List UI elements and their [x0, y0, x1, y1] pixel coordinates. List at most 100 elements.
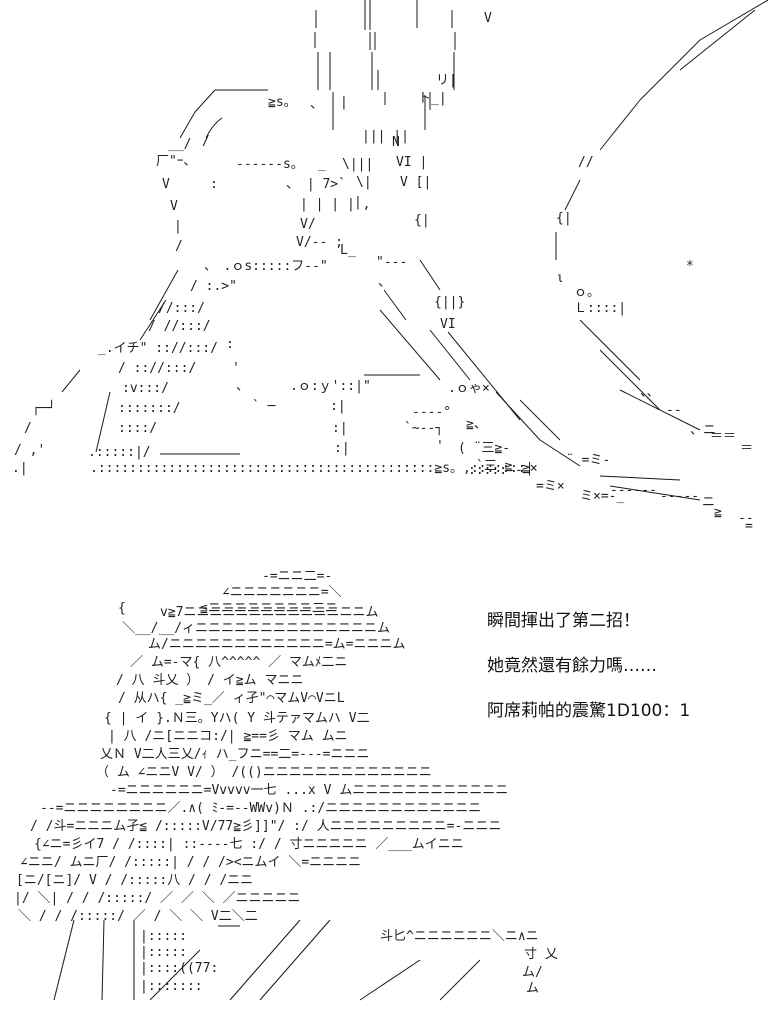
svg-text:V/-- ;: V/-- ;	[296, 235, 343, 250]
svg-text:、: 、	[378, 275, 391, 290]
svg-text:/ :://:::/: / :://:::/	[118, 361, 196, 376]
svg-text:リ|: リ|	[436, 73, 457, 88]
svg-text:/: /	[175, 239, 183, 254]
svg-text:寸 乂: 寸 乂	[524, 947, 558, 962]
svg-text:__/: __/	[168, 137, 191, 152]
sleeve: 、 .ｏs:::::フ-‐" / :.>" //:::/ / //:::/ _.…	[12, 259, 533, 476]
ascii-art-sword-slash: V リ| ト_| | ≧s。 、 __/ / 厂"ｰ、 ------s。 _ \…	[12, 0, 768, 534]
caption-block: 瞬間揮出了第二招！ 她竟然還有餘力嗎…… 阿席莉帕的震驚1D100：1	[487, 608, 757, 743]
svg-text://:::/: //:::/	[158, 301, 205, 316]
svg-text:/ :.>": / :.>"	[190, 279, 237, 294]
svg-text:ム/: ム/	[522, 965, 543, 980]
svg-text:＝＝: ＝＝	[710, 429, 736, 444]
svg-text:_: _	[318, 157, 326, 172]
svg-text:乂Ｎ V二人三乂/ｨ ハ_フニ==二=---=ニニニ: 乂Ｎ V二人三乂/ｨ ハ_フニ==二=---=ニニニ	[100, 747, 369, 762]
svg-text:.ｏゃ: .ｏゃ	[448, 381, 482, 396]
svg-text:|: |	[174, 219, 182, 234]
svg-text:¨ =ミ‐: ¨ =ミ‐	[566, 453, 610, 468]
svg-text:ニ: ニ	[702, 495, 715, 510]
svg-text::|: :|	[332, 421, 348, 436]
svg-text:Ｌ::::|: Ｌ::::|	[574, 301, 626, 316]
svg-text:∠ニニニニニニニ=＼: ∠ニニニニニニニ=＼	[222, 585, 342, 600]
svg-text:----°: ----°	[412, 405, 451, 420]
svg-text:_.イチ" :://:::/: _.イチ" :://:::/	[98, 341, 218, 356]
svg-text:------s。: ------s。	[236, 157, 304, 172]
svg-text:V: V	[162, 177, 170, 192]
svg-text:N: N	[392, 135, 400, 150]
svg-text:斗匕^ニニニニニニ＼ニ∧ニ: 斗匕^ニニニニニニ＼ニ∧ニ	[380, 929, 539, 944]
svg-text:|::::((77:: |::::((77:	[140, 961, 218, 976]
svg-text:`三 ≧: `三 ≧	[476, 459, 513, 474]
svg-text:ι: ι	[556, 271, 564, 286]
svg-text:、 | 7>`: 、 | 7>`	[286, 177, 346, 192]
svg-text:=ミ×: =ミ×	[536, 479, 565, 494]
svg-text:.ｏ:ｙ'::|": .ｏ:ｙ'::|"	[290, 379, 371, 394]
svg-text:`~--┐: `~--┐	[404, 421, 443, 436]
svg-text:[ニ/[ニ]/ V / /:::::八 / / /ニニ: [ニ/[ニ]/ V / /:::::八 / / /ニニ	[16, 873, 253, 888]
svg-text:＼__/__/ィニニニニニニニニニニニニニニム: ＼__/__/ィニニニニニニニニニニニニニニム	[122, 621, 390, 636]
svg-text://: //	[578, 155, 594, 170]
svg-text::|: :|	[330, 399, 346, 414]
svg-text:/ 从ハ{ _≧ミ_／ ィ孑"⌒マムV⌒VニL: / 从ハ{ _≧ミ_／ ィ孑"⌒マムV⌒VニL	[118, 691, 345, 706]
svg-text:≧s。: ≧s。	[268, 95, 297, 110]
svg-text:{ | イ }.Ｎ三。Yハ( Y 斗テァマムハ V二: { | イ }.Ｎ三。Yハ( Y 斗テァマムハ V二	[104, 711, 370, 726]
svg-text::|: :|	[334, 441, 350, 456]
svg-text:≦ニニニニニニニニ二ニ: ≦ニニニニニニニニ二ニ	[200, 601, 338, 616]
svg-text:\|||: \|||	[342, 157, 373, 172]
svg-text:': '	[436, 439, 444, 454]
svg-text::::::‐‐: :::::‐‐	[468, 463, 523, 478]
svg-text:{∠ニ=彡イ7 / /::::| ::---‐七 :/ /: {∠ニ=彡イ7 / /::::| ::---‐七 :/ / 寸ニニニニニ ／__…	[34, 837, 464, 852]
svg-text:*: *	[686, 259, 694, 274]
ascii-art-character-closeup: ‐=ニニ二=‐ ∠ニニニニニニニ=＼ ≦ニニニニニニニニ二ニ { v≧7ニニニニ…	[0, 560, 768, 1010]
svg-text:|: |	[340, 95, 348, 110]
svg-text:=: =	[745, 519, 753, 534]
svg-text:( ¨三≧-: ( ¨三≧-	[458, 441, 510, 456]
svg-text:V/: V/	[300, 217, 316, 232]
svg-text:V: V	[170, 199, 178, 214]
svg-text:||| ||: ||| ||	[362, 129, 409, 144]
svg-text:‐‐: ‐‐	[666, 403, 682, 418]
svg-text:≧×: ≧×	[522, 461, 538, 476]
svg-text:` ─: ` ─	[252, 399, 276, 414]
svg-text:≧: ≧	[714, 505, 722, 520]
svg-text:L_: L_	[340, 243, 356, 258]
svg-text:|:::::: |:::::	[140, 945, 187, 960]
svg-text:"‐--: "‐--	[376, 255, 407, 270]
svg-text:/ ,': / ,'	[14, 443, 45, 458]
svg-text:／ ム=-マ{ 八^^^^^ ／ マムﾒ二ニ: ／ ム=-マ{ 八^^^^^ ／ マムﾒ二ニ	[130, 655, 347, 670]
svg-text:、 .ｏs:::::フ-‐": 、 .ｏs:::::フ-‐"	[204, 259, 328, 274]
svg-text:|: |	[354, 195, 362, 210]
svg-text:{|: {|	[414, 213, 430, 228]
svg-text:ト_|: ト_|	[418, 91, 447, 106]
caption-line-1: 瞬間揮出了第二招！	[487, 611, 640, 631]
svg-text::v:::/: :v:::/	[122, 381, 169, 396]
svg-text:/: /	[24, 421, 32, 436]
hair-strands	[314, 0, 456, 130]
svg-text:VI: VI	[440, 317, 456, 332]
svg-text:.:::::::::::::::::::::::::::::: .:::::::::::::::::::::::::::::::::::::::…	[90, 461, 533, 476]
svg-text:V: V	[484, 11, 492, 26]
svg-text:/ 八 斗乂 ） / イ≧ム マニニ: / 八 斗乂 ） / イ≧ム マニニ	[116, 673, 303, 688]
svg-text:≧、: ≧、	[466, 417, 487, 432]
svg-text:‐=ニニ二=‐: ‐=ニニ二=‐	[262, 569, 332, 584]
head-outline: ≧s。 、 __/ / 厂"ｰ、 ------s。 _ \||| V : 、 |…	[156, 89, 373, 258]
svg-text:＝: ＝	[740, 441, 753, 456]
svg-text::: :	[226, 337, 234, 352]
svg-text:/: /	[202, 134, 210, 149]
svg-text:‐‐‐‐‐‐: ‐‐‐‐‐‐	[610, 483, 657, 498]
svg-text:{||}: {||}	[434, 295, 465, 310]
svg-text:┌─┘: ┌─┘	[32, 399, 55, 416]
svg-text:v≧7ニニニニニニニニニニニニニニム: v≧7ニニニニニニニニニニニニニニム	[160, 605, 378, 620]
slash-lines: "‐-- 、 {||} VI .ｏゃ × ----° `~--┐ ≧、 ' ( …	[376, 255, 754, 534]
svg-text:|:::::::: |:::::::	[140, 979, 203, 994]
svg-text:‐‐: ‐‐	[738, 511, 754, 526]
svg-text:-=ニニニニニニ=Vvvvv一七 ...x V ムニニニニニ: -=ニニニニニニ=Vvvvv一七 ...x V ムニニニニニニニニニニニニ	[110, 783, 508, 798]
caption-line-3: 阿席莉帕的震驚1D100：1	[487, 701, 691, 721]
svg-text:V [|: V [|	[400, 175, 431, 190]
svg-text:/ //:::/: / //:::/	[148, 319, 211, 334]
svg-text:.:::::|/: .:::::|/	[88, 445, 151, 460]
svg-text:‐‐=ニニニニニニニニ／.∧( ﾐ-=‐‐WWv)Ｎ .:/: ‐‐=ニニニニニニニニ／.∧( ﾐ-=‐‐WWv)Ｎ .:/ニニニニニニニニニニ…	[40, 801, 481, 816]
svg-text:×: ×	[482, 381, 490, 396]
svg-text::: :	[210, 177, 218, 192]
crescent-arc: // {| ι ｏ。 Ｌ::::| 、、 ‐‐ 、ニ ＝＝ ＝ *	[555, 0, 768, 456]
